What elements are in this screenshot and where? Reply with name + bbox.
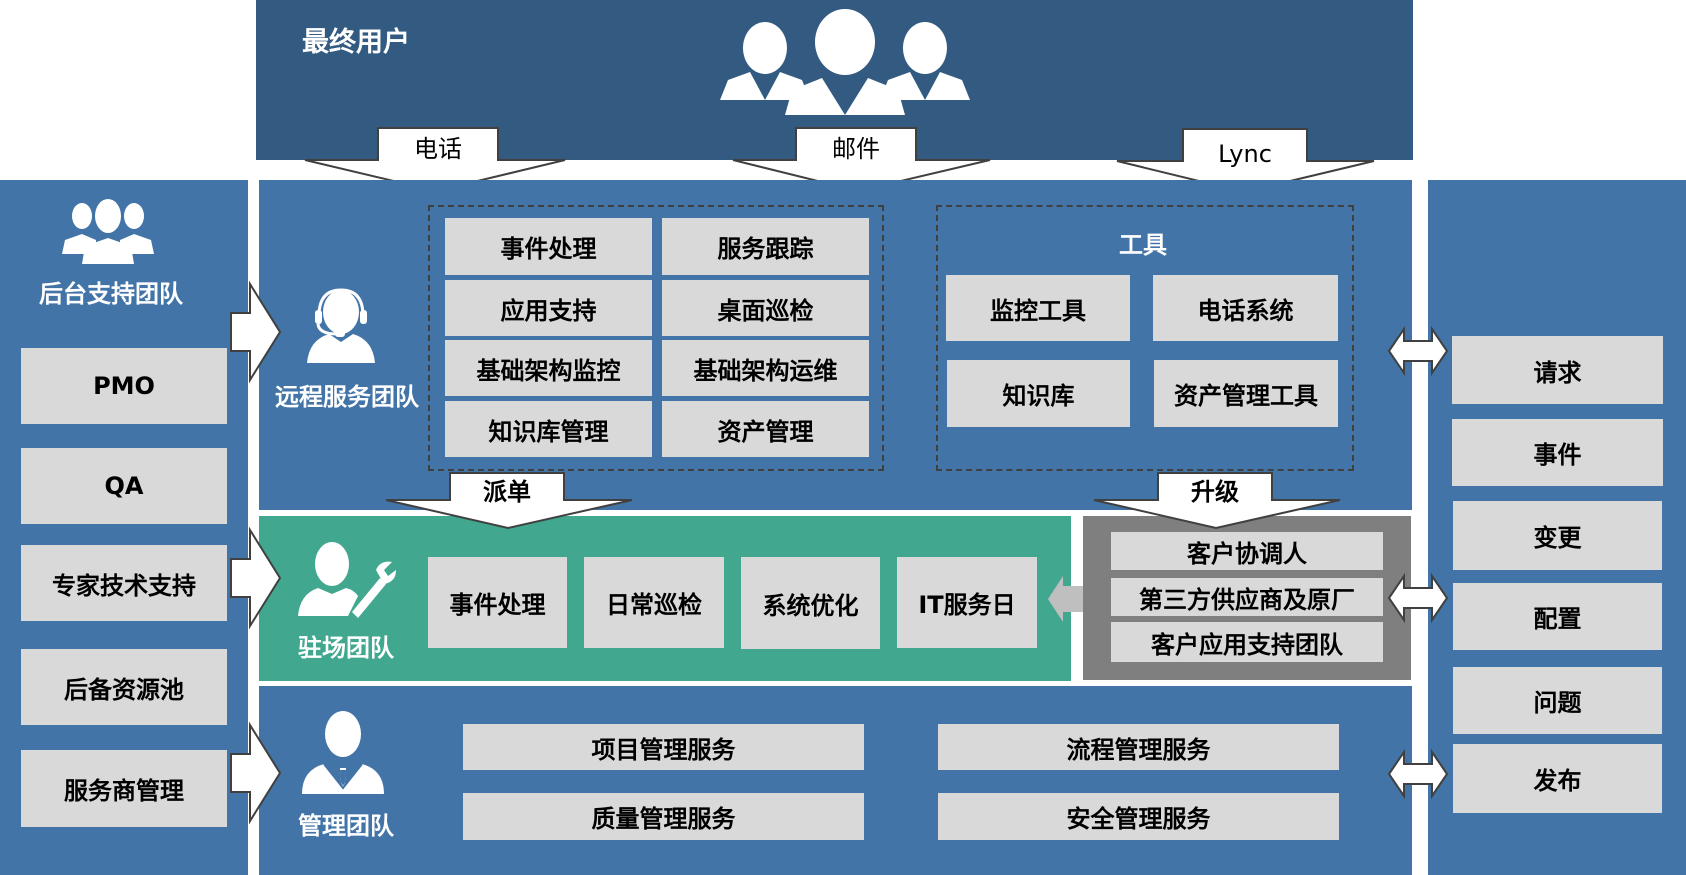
dispatch-arrow [385,472,633,530]
onsite-service-optimization: 系统优化 [741,557,880,649]
tool-knowledge-base: 知识库 [947,360,1130,427]
backend-item-expert-support: 专家技术支持 [21,545,227,621]
tools-title: 工具 [1119,231,1167,259]
manager-icon [302,711,384,794]
headset-agent-icon [307,288,375,363]
end-users-title: 最终用户 [302,27,410,58]
process-configuration: 配置 [1453,583,1662,650]
users-group-icon [720,9,970,115]
tool-asset-mgmt: 资产管理工具 [1154,360,1338,427]
remote-services-group [428,205,884,471]
backend-item-qa: QA [21,448,227,524]
remote-service-kb-mgmt: 知识库管理 [445,401,652,457]
remote-service-infra-monitoring: 基础架构监控 [445,340,652,396]
backend-to-onsite-arrow [230,526,282,630]
escalate-label: 升级 [1191,477,1239,506]
mgmt-service-quality: 质量管理服务 [463,793,864,840]
process-problem: 问题 [1453,667,1662,734]
channel-arrow-phone [304,127,566,193]
remote-service-asset-mgmt: 资产管理 [662,401,869,457]
remote-service-tracking: 服务跟踪 [662,218,869,275]
mgmt-service-process: 流程管理服务 [938,724,1339,770]
tool-phone-system: 电话系统 [1153,275,1338,341]
engineer-wrench-icon [298,542,396,618]
backend-item-vendor-mgmt: 服务商管理 [21,750,227,827]
escalate-arrow [1093,472,1341,530]
backend-team-title: 后台支持团队 [39,280,183,308]
management-team-title: 管理团队 [298,812,394,840]
mgmt-service-project: 项目管理服务 [463,724,864,770]
remote-service-infra-ops: 基础架构运维 [662,340,869,396]
backend-item-resource-pool: 后备资源池 [21,649,227,725]
remote-team-title: 远程服务团队 [275,383,419,411]
team-icon [62,199,154,264]
backend-to-mgmt-arrow [230,721,282,825]
remote-processes-double-arrow [1387,325,1449,377]
channel-label-email: 邮件 [832,134,880,163]
customer-coordinator: 客户协调人 [1111,532,1383,570]
channel-arrow-lync [1116,128,1375,194]
remote-service-app-support: 应用支持 [445,280,652,336]
tools-group [936,205,1354,471]
backend-item-pmo: PMO [21,348,227,424]
onsite-team-title: 驻场团队 [298,634,394,662]
process-release: 发布 [1453,744,1662,813]
onsite-service-it-day: IT服务日 [897,557,1037,648]
management-team-panel [259,686,1412,875]
process-change: 变更 [1453,501,1662,570]
channel-arrow-email [732,127,991,193]
customer-app-support-team: 客户应用支持团队 [1111,622,1383,662]
onsite-service-incident: 事件处理 [428,557,567,648]
onsite-service-daily-inspection: 日常巡检 [584,557,724,648]
third-party-vendors: 第三方供应商及原厂 [1111,578,1383,616]
backend-to-remote-arrow [230,280,282,384]
tool-monitoring: 监控工具 [946,275,1130,341]
process-request: 请求 [1452,336,1663,404]
remote-service-incident: 事件处理 [445,218,652,275]
channel-label-phone: 电话 [414,134,462,163]
customer-processes-double-arrow [1387,572,1449,624]
process-incident: 事件 [1452,419,1663,486]
channel-label-lync: Lync [1218,140,1272,168]
mgmt-service-security: 安全管理服务 [938,793,1339,840]
mgmt-processes-double-arrow [1387,748,1449,800]
dispatch-label: 派单 [483,477,531,506]
remote-service-desktop-inspection: 桌面巡检 [662,280,869,336]
